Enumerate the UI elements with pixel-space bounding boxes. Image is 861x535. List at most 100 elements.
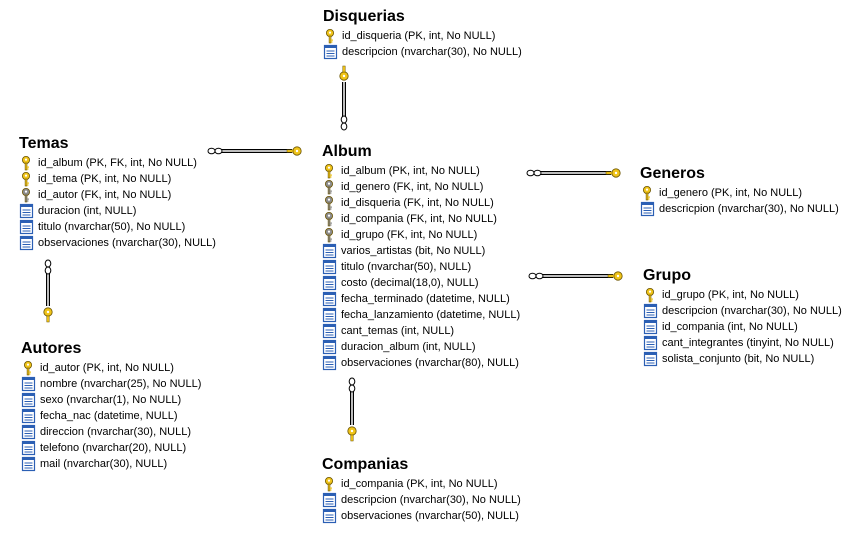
column-row[interactable]: observaciones (nvarchar(30), NULL) xyxy=(19,235,216,251)
table-title[interactable]: Disquerias xyxy=(323,8,405,25)
column-row[interactable]: mail (nvarchar(30), NULL) xyxy=(21,456,201,472)
column-label: descripcion (nvarchar(30), No NULL) xyxy=(341,494,521,506)
column-icon xyxy=(19,203,35,219)
column-label: id_compania (FK, int, No NULL) xyxy=(341,213,497,225)
column-row[interactable]: descripcion (nvarchar(30), No NULL) xyxy=(323,44,522,60)
column-row[interactable]: id_autor (FK, int, No NULL) xyxy=(19,187,216,203)
table-disquerias[interactable]: Disquerias id_disqueria (PK, int, No NULL… xyxy=(323,8,522,60)
column-label: titulo (nvarchar(50), No NULL) xyxy=(38,221,186,233)
table-title[interactable]: Generos xyxy=(640,165,705,182)
column-row[interactable]: descripcion (nvarchar(30), No NULL) xyxy=(643,303,842,319)
column-icon xyxy=(21,392,37,408)
foreign-key-icon xyxy=(322,195,338,211)
table-album[interactable]: Album id_album (PK, int, No NULL) id_gener… xyxy=(322,143,520,371)
column-icon xyxy=(322,243,338,259)
column-row[interactable]: direccion (nvarchar(30), NULL) xyxy=(21,424,201,440)
table-title[interactable]: Grupo xyxy=(643,267,691,284)
column-row[interactable]: observaciones (nvarchar(80), NULL) xyxy=(322,355,520,371)
column-icon xyxy=(640,201,656,217)
column-label: duracion (int, NULL) xyxy=(38,205,137,217)
column-row[interactable]: titulo (nvarchar(50), No NULL) xyxy=(19,219,216,235)
column-icon xyxy=(323,44,339,60)
many-end-icon xyxy=(340,115,348,131)
relationship-album-companias xyxy=(347,377,357,442)
column-label: descricpion (nvarchar(30), No NULL) xyxy=(659,203,839,215)
column-label: observaciones (nvarchar(80), NULL) xyxy=(341,357,519,369)
column-label: varios_artistas (bit, No NULL) xyxy=(341,245,486,257)
column-row[interactable]: cant_temas (int, NULL) xyxy=(322,323,520,339)
column-row[interactable]: titulo (nvarchar(50), NULL) xyxy=(322,259,520,275)
column-row[interactable]: id_tema (PK, int, No NULL) xyxy=(19,171,216,187)
table-temas[interactable]: Temas id_album (PK, FK, int, No NULL) id_t… xyxy=(19,135,216,251)
column-label: id_compania (int, No NULL) xyxy=(662,321,798,333)
column-row[interactable]: id_album (PK, FK, int, No NULL) xyxy=(19,155,216,171)
column-icon xyxy=(322,291,338,307)
relationship-temas-autores xyxy=(43,259,53,323)
column-row[interactable]: fecha_terminado (datetime, NULL) xyxy=(322,291,520,307)
column-icon xyxy=(322,339,338,355)
column-row[interactable]: descricpion (nvarchar(30), No NULL) xyxy=(640,201,839,217)
column-row[interactable]: descripcion (nvarchar(30), No NULL) xyxy=(322,492,521,508)
table-autores[interactable]: Autores id_autor (PK, int, No NULL) nombre… xyxy=(21,340,201,472)
relationship-key-icon xyxy=(339,65,349,81)
column-row[interactable]: id_genero (FK, int, No NULL) xyxy=(322,179,520,195)
column-label: id_genero (FK, int, No NULL) xyxy=(341,181,484,193)
primary-key-icon xyxy=(323,28,339,44)
column-row[interactable]: id_grupo (PK, int, No NULL) xyxy=(643,287,842,303)
column-row[interactable]: fecha_lanzamiento (datetime, NULL) xyxy=(322,307,520,323)
table-title[interactable]: Autores xyxy=(21,340,82,357)
column-row[interactable]: sexo (nvarchar(1), No NULL) xyxy=(21,392,201,408)
column-row[interactable]: id_compania (FK, int, No NULL) xyxy=(322,211,520,227)
column-label: mail (nvarchar(30), NULL) xyxy=(40,458,168,470)
column-row[interactable]: id_autor (PK, int, No NULL) xyxy=(21,360,201,376)
column-icon xyxy=(322,508,338,524)
column-row[interactable]: id_compania (int, No NULL) xyxy=(643,319,842,335)
column-label: fecha_nac (datetime, NULL) xyxy=(40,410,178,422)
relationship-key-icon xyxy=(605,168,621,178)
primary-key-icon xyxy=(640,185,656,201)
column-label: id_tema (PK, int, No NULL) xyxy=(38,173,172,185)
column-label: costo (decimal(18,0), NULL) xyxy=(341,277,479,289)
column-row[interactable]: observaciones (nvarchar(50), NULL) xyxy=(322,508,521,524)
column-row[interactable]: id_genero (PK, int, No NULL) xyxy=(640,185,839,201)
column-row[interactable]: id_album (PK, int, No NULL) xyxy=(322,163,520,179)
column-row[interactable]: fecha_nac (datetime, NULL) xyxy=(21,408,201,424)
table-title[interactable]: Companias xyxy=(322,456,409,473)
column-row[interactable]: id_compania (PK, int, No NULL) xyxy=(322,476,521,492)
primary-key-icon xyxy=(19,155,35,171)
foreign-key-icon xyxy=(322,211,338,227)
column-label: fecha_lanzamiento (datetime, NULL) xyxy=(341,309,521,321)
column-label: direccion (nvarchar(30), NULL) xyxy=(40,426,191,438)
table-title[interactable]: Temas xyxy=(19,135,69,152)
column-label: id_grupo (PK, int, No NULL) xyxy=(662,289,799,301)
column-row[interactable]: id_grupo (FK, int, No NULL) xyxy=(322,227,520,243)
column-row[interactable]: duracion (int, NULL) xyxy=(19,203,216,219)
column-row[interactable]: id_disqueria (FK, int, No NULL) xyxy=(322,195,520,211)
column-row[interactable]: cant_integrantes (tinyint, No NULL) xyxy=(643,335,842,351)
primary-key-icon xyxy=(21,360,37,376)
column-label: id_grupo (FK, int, No NULL) xyxy=(341,229,478,241)
table-title[interactable]: Album xyxy=(322,143,372,160)
column-row[interactable]: varios_artistas (bit, No NULL) xyxy=(322,243,520,259)
many-end-icon xyxy=(526,169,542,177)
column-row[interactable]: telefono (nvarchar(20), NULL) xyxy=(21,440,201,456)
column-label: id_autor (FK, int, No NULL) xyxy=(38,189,172,201)
column-row[interactable]: id_disqueria (PK, int, No NULL) xyxy=(323,28,522,44)
many-end-icon xyxy=(528,272,544,280)
column-label: id_disqueria (FK, int, No NULL) xyxy=(341,197,494,209)
table-generos[interactable]: Generos id_genero (PK, int, No NULL) descr… xyxy=(640,165,839,217)
column-label: cant_integrantes (tinyint, No NULL) xyxy=(662,337,834,349)
column-label: solista_conjunto (bit, No NULL) xyxy=(662,353,815,365)
column-label: id_disqueria (PK, int, No NULL) xyxy=(342,30,496,42)
column-row[interactable]: duracion_album (int, NULL) xyxy=(322,339,520,355)
column-row[interactable]: costo (decimal(18,0), NULL) xyxy=(322,275,520,291)
column-icon xyxy=(322,492,338,508)
column-row[interactable]: nombre (nvarchar(25), No NULL) xyxy=(21,376,201,392)
column-row[interactable]: solista_conjunto (bit, No NULL) xyxy=(643,351,842,367)
table-grupo[interactable]: Grupo id_grupo (PK, int, No NULL) descripc… xyxy=(643,267,842,367)
column-icon xyxy=(21,376,37,392)
column-icon xyxy=(21,424,37,440)
column-icon xyxy=(643,335,659,351)
column-label: id_autor (PK, int, No NULL) xyxy=(40,362,174,374)
table-companias[interactable]: Companias id_compania (PK, int, No NULL) d… xyxy=(322,456,521,524)
